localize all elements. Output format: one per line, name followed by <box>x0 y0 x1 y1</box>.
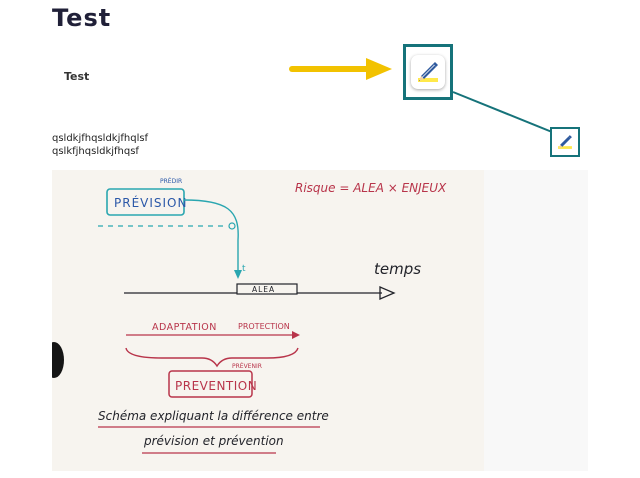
alea-box <box>236 283 298 295</box>
label-prevenir: PRÉVENIR <box>232 362 262 370</box>
paragraph-line: qslkfjhqsldkjfhqsf <box>52 146 139 157</box>
pencil-icon <box>558 135 572 149</box>
prevision-box <box>106 188 185 216</box>
pointer-arrow-icon <box>289 58 392 80</box>
marker-t: t <box>242 264 246 274</box>
label-prevention: PREVENTION <box>175 379 257 393</box>
whiteboard-image: PRÉDIR PRÉVISION t Risque = ALEA × ENJEU… <box>52 170 484 471</box>
body-paragraph: qsldkjfhqsldkjfhqlsf qslkfjhqsldkjfhqsf <box>52 132 148 158</box>
pencil-icon <box>418 62 438 82</box>
edit-button-small[interactable] <box>550 127 580 157</box>
caption-line-1: Schéma expliquant la différence entre <box>98 409 329 423</box>
formula: Risque = ALEA × ENJEUX <box>295 181 447 195</box>
label-predire-top: PRÉDIR <box>160 177 182 185</box>
whiteboard-drawing: PRÉDIR PRÉVISION t Risque = ALEA × ENJEU… <box>52 177 447 454</box>
page-title: Test <box>52 4 112 32</box>
label-alea: ALEA <box>252 285 275 294</box>
label-protection: PROTECTION <box>238 322 290 331</box>
edit-highlight-box <box>403 44 453 100</box>
curve-arrowhead <box>234 270 242 279</box>
caption-line-2: prévision et prévention <box>143 434 284 448</box>
label-prevision: PRÉVISION <box>114 195 187 210</box>
prevision-curve <box>183 199 239 272</box>
eraser-object <box>52 342 64 378</box>
label-adaptation: ADAPTATION <box>152 322 217 333</box>
prevention-box <box>168 370 253 398</box>
axis-label-temps: temps <box>374 260 421 278</box>
edit-button-large[interactable] <box>411 55 445 89</box>
curly-brace <box>125 347 299 368</box>
page-subtitle: Test <box>64 70 90 83</box>
paragraph-line: qsldkjfhqsldkjfhqlsf <box>52 133 149 144</box>
image-backdrop <box>484 170 588 471</box>
axis-arrowhead <box>379 286 396 300</box>
